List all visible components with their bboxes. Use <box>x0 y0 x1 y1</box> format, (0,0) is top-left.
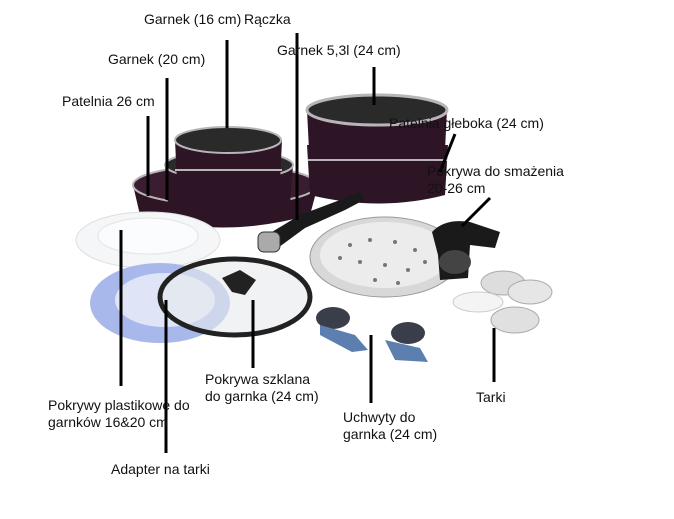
label-pot-handles-line2: garnka (24 cm) <box>343 426 438 442</box>
label-glass-lid-line1: Pokrywa szklana <box>205 371 311 387</box>
pot-handles-image <box>316 307 428 362</box>
label-grater-adapter: Adapter na tarki <box>111 461 210 477</box>
plastic-lids-image <box>75 211 221 269</box>
label-pot-handles: Uchwyty do garnka (24 cm) <box>343 409 437 443</box>
label-frying-lid-line1: Pokrywa do smażenia <box>427 163 564 179</box>
label-pot-24: Garnek 5,3l (24 cm) <box>277 42 401 58</box>
label-graters: Tarki <box>476 389 506 405</box>
frying-lid-handle-image <box>432 221 500 280</box>
label-handle: Rączka <box>244 11 291 27</box>
label-plastic-lids: Pokrywy plastikowe do garnków 16&20 cm <box>48 397 190 431</box>
label-frying-lid: Pokrywa do smażenia 20-26 cm <box>427 163 564 197</box>
label-frying-lid-line2: 20-26 cm <box>427 180 486 196</box>
label-glass-lid: Pokrywa szklana do garnka (24 cm) <box>205 371 319 405</box>
label-plastic-lids-line2: garnków 16&20 cm <box>48 414 168 430</box>
frying-lid-image <box>309 216 461 298</box>
label-plastic-lids-line1: Pokrywy plastikowe do <box>48 397 190 413</box>
label-pot-16: Garnek (16 cm) <box>144 11 242 27</box>
label-pan-26: Patelnia 26 cm <box>62 93 155 109</box>
graters-image <box>452 270 553 334</box>
leader-lines <box>119 33 496 453</box>
handle-image <box>257 192 364 253</box>
label-glass-lid-line2: do garnka (24 cm) <box>205 388 319 404</box>
label-deep-pan: Patelnia głeboka (24 cm) <box>389 115 544 131</box>
pot-16-image <box>174 126 282 189</box>
label-pot-20: Garnek (20 cm) <box>108 51 206 67</box>
pot-24-image <box>305 93 449 204</box>
glass-lid-image <box>157 256 313 338</box>
label-pot-handles-line1: Uchwyty do <box>343 409 416 425</box>
